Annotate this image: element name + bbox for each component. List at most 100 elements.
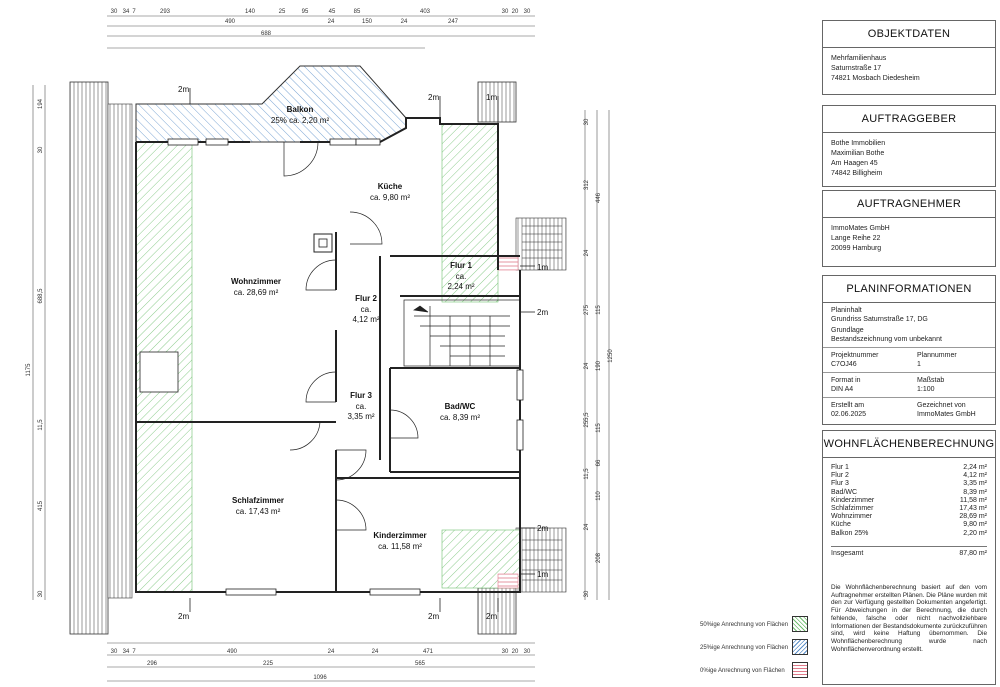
area-room: Flur 1 [831, 464, 849, 471]
room-wohn-area: ca. 28,69 m² [234, 288, 279, 297]
area-value: 11,58 m² [959, 496, 987, 504]
panel-objektdaten: OBJEKTDATEN Mehrfamilienhaus Saturnstraß… [822, 20, 996, 95]
area-room: Kinderzimmer [831, 496, 875, 504]
area-value: 8,39 m² [963, 488, 987, 496]
room-kinder-name: Kinderzimmer [373, 531, 426, 540]
planinfo-body: Planinhalt Grundriss Saturnstraße 17, DG… [823, 303, 995, 347]
auftragnehmer-line: ImmoMates GmbH [831, 225, 890, 232]
area-total-label: Insgesamt [831, 549, 864, 557]
cell-value: 1 [917, 361, 921, 368]
legend-label-25: 25%ige Anrechnung von Flächen [700, 645, 789, 651]
legend-swatch-25 [792, 639, 808, 655]
dim-bottom-1: 30 [524, 649, 531, 655]
dim-right: 255,5 [584, 412, 590, 428]
dim-top-1: 20 [512, 9, 519, 15]
dim-right: 66 [596, 459, 602, 466]
height-mark: 1m [537, 570, 548, 579]
height-mark: 2m [428, 612, 439, 621]
dim-top-2: 490 [225, 19, 236, 25]
dim-right: 30 [584, 118, 590, 125]
planinfo-title: PLANINFORMATIONEN [823, 276, 995, 303]
room-flur2-area-a: ca. [361, 305, 372, 314]
dim-top-1: 25 [279, 9, 286, 15]
area-room: Schlafzimmer [831, 505, 874, 513]
auftragnehmer-title: AUFTRAGNEHMER [823, 191, 995, 218]
panel-auftraggeber: AUFTRAGGEBER Bothe Immobilien Maximilian… [822, 105, 996, 187]
area-room: Küche [831, 521, 851, 529]
dim-left: 30 [38, 590, 44, 597]
area-value: 9,80 m² [963, 521, 987, 529]
dormer-right-top [515, 217, 567, 271]
cell-value: 02.06.2025 [831, 411, 867, 418]
auftraggeber-line: Maximilian Bothe [831, 150, 885, 157]
height-marks: 2m 2m 1m 1m 2m 2m 2m 1m 2m 2m [178, 85, 548, 621]
area-room: Bad/WC [831, 488, 858, 496]
legend-swatch-0 [792, 662, 808, 678]
height-lines [189, 88, 535, 612]
dim-left: 1175 [26, 363, 32, 377]
area-room: Flur 3 [831, 480, 849, 488]
dim-right: 24 [584, 362, 590, 369]
zone-0-top [497, 255, 519, 271]
room-bad-name: Bad/WC [445, 402, 476, 411]
staircase [403, 299, 521, 367]
room-flur2-name: Flur 2 [355, 294, 377, 303]
cell-label: Erstellt am [831, 402, 865, 409]
outer-steps [522, 225, 562, 581]
dim-right: 24 [584, 523, 590, 530]
room-kueche-name: Küche [378, 182, 403, 191]
area-total-value: 87,80 m² [959, 549, 987, 557]
chimney-inner [318, 238, 328, 248]
objektdaten-body: Mehrfamilienhaus Saturnstraße 17 74821 M… [823, 48, 995, 90]
area-row: Balkon 25%2,20 m² [831, 530, 987, 538]
legend-label-0: 0%ige Anrechnung von Flächen [700, 668, 785, 674]
height-mark: 2m [537, 524, 548, 533]
legend-swatch-50 [792, 616, 808, 632]
wohnflaeche-title: WOHNFLÄCHENBERECHNUNG [823, 431, 995, 458]
area-value: 28,69 m² [959, 513, 987, 521]
dim-top-2: 24 [401, 19, 408, 25]
auftraggeber-body: Bothe Immobilien Maximilian Bothe Am Haa… [823, 133, 995, 185]
dim-right: 312 [584, 179, 590, 190]
objektdaten-title: OBJEKTDATEN [823, 21, 995, 48]
auftraggeber-line: Bothe Immobilien [831, 140, 886, 147]
panel-planinformationen: PLANINFORMATIONEN Planinhalt Grundriss S… [822, 275, 996, 425]
area-note: Die Wohnflächenberechnung basiert auf de… [831, 584, 987, 653]
dim-top-1: 34 [123, 9, 130, 15]
room-balkon-name: Balkon [287, 105, 314, 114]
height-mark: 2m [537, 308, 548, 317]
area-room: Wohnzimmer [831, 513, 873, 521]
door-swings [283, 141, 419, 531]
cell-value: 1:100 [917, 386, 935, 393]
room-schlaf-area: ca. 17,43 m² [236, 507, 281, 516]
room-flur1-area-a: ca. [456, 272, 467, 281]
cell-label: Gezeichnet von [917, 402, 966, 409]
dim-left: 415 [38, 500, 44, 511]
dim-bottom-1: 24 [328, 649, 335, 655]
dim-bottom-1: 7 [132, 649, 136, 655]
dim-right: 190 [596, 360, 602, 371]
dim-top-1: 7 [132, 9, 136, 15]
dim-bottom-1: 490 [227, 649, 238, 655]
dim-top-2: 150 [362, 19, 373, 25]
area-room: Flur 2 [831, 472, 849, 480]
objektdaten-line: Saturnstraße 17 [831, 65, 882, 72]
dimension-chains-side [32, 85, 610, 600]
dim-right: 11,5 [584, 468, 590, 480]
dim-top-1: 30 [502, 9, 509, 15]
room-balkon-area: 25% ca. 2,20 m² [271, 116, 330, 125]
grundlage-value: Bestandszeichnung vom unbekannt [831, 335, 942, 343]
area-value: 3,35 m² [963, 480, 987, 488]
room-flur3-area-a: ca. [356, 402, 367, 411]
cell-label: Projektnummer [831, 352, 879, 359]
windows [139, 138, 524, 596]
room-flur1-name: Flur 1 [450, 261, 472, 270]
dim-right: 275 [584, 304, 590, 315]
roof-slope-right-top [477, 81, 517, 123]
